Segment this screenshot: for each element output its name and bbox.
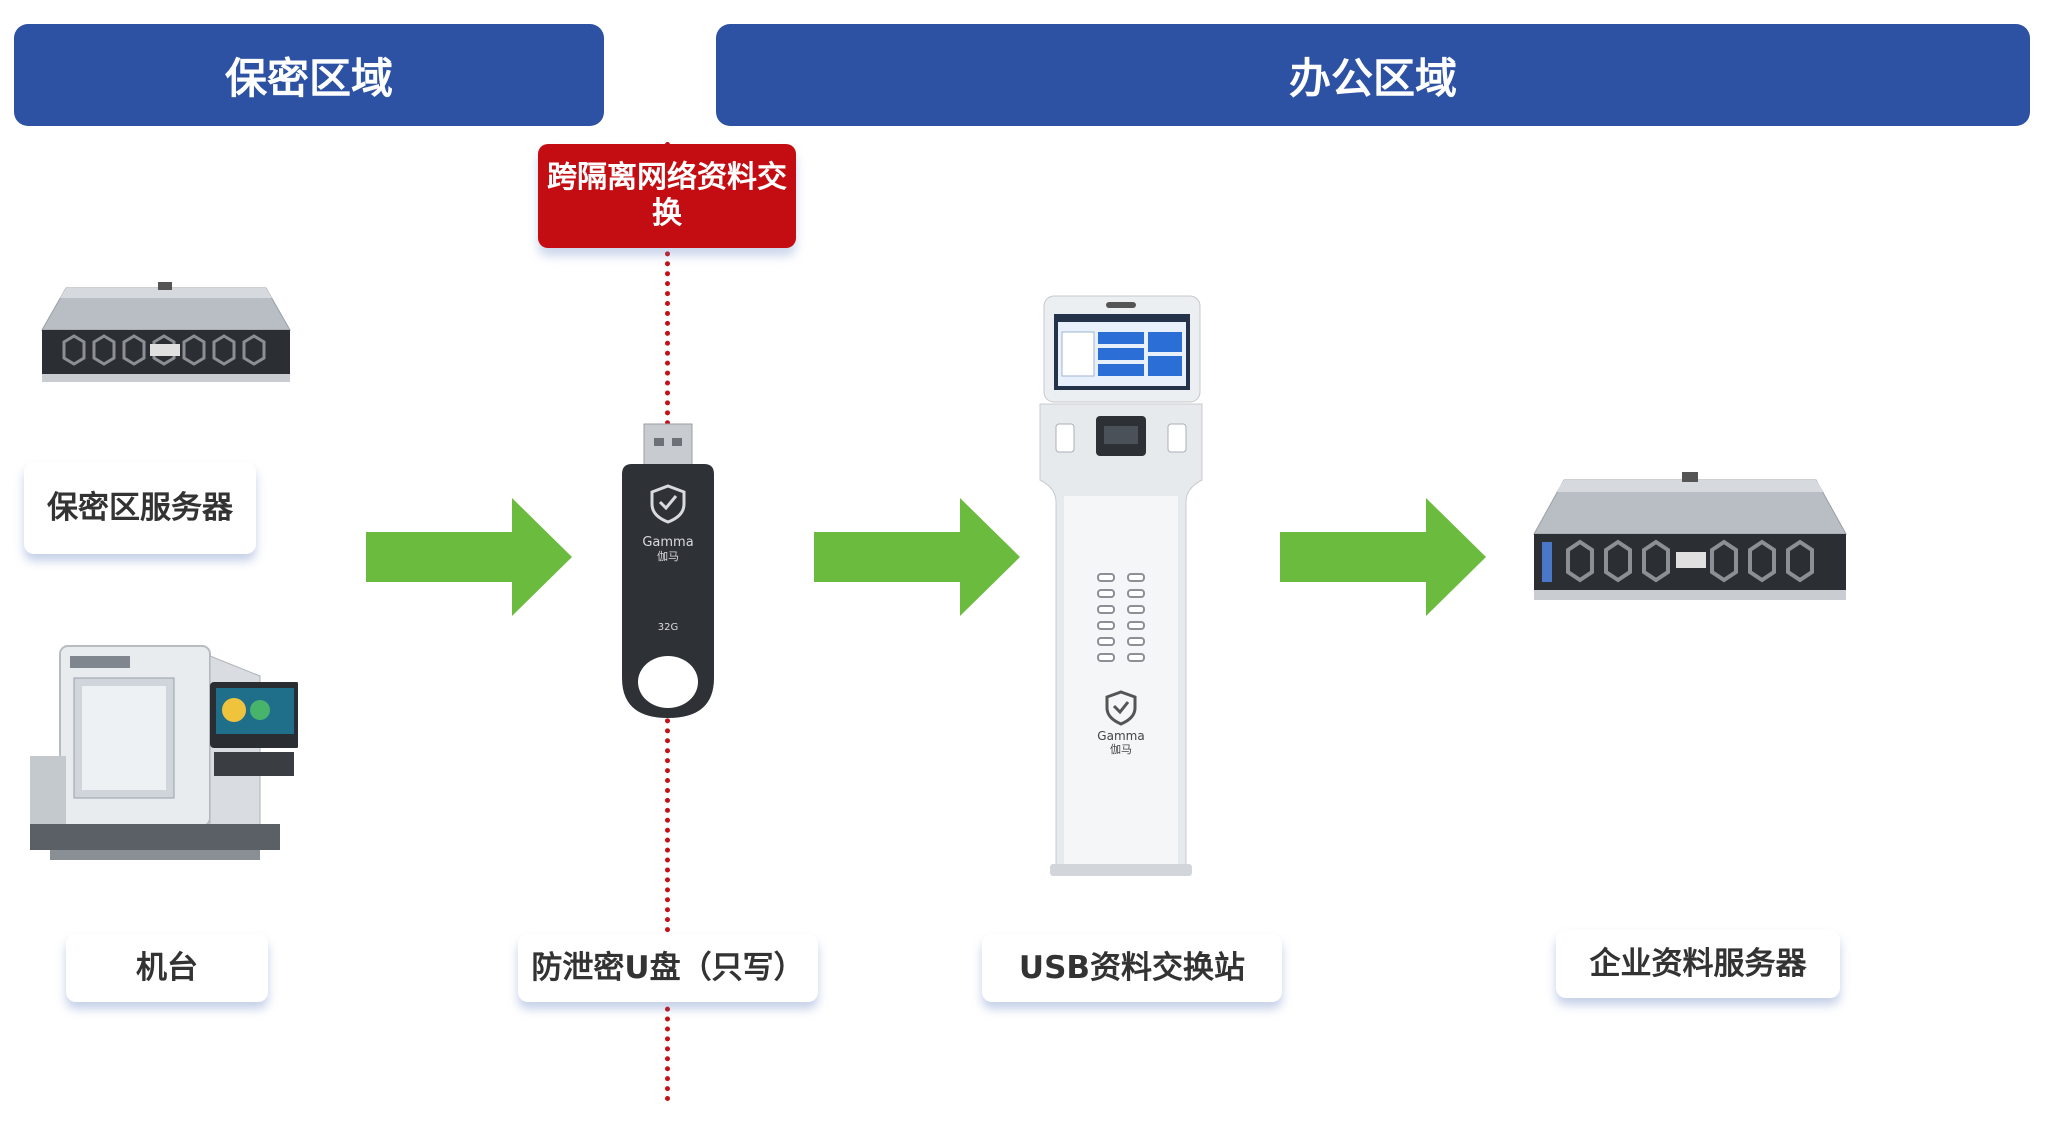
arrow-right-icon [1280,498,1486,616]
machine-label: 机台 [66,934,268,1002]
usb-brand-cn-text: 伽马 [657,549,679,563]
station-brand-cn-text: 伽马 [1110,742,1132,756]
usb-capacity-text: 32G [658,622,678,633]
arrow-right-icon [366,498,572,616]
usb-drive-label: 防泄密U盘（只写） [518,934,818,1002]
enterprise-server-label: 企业资料服务器 [1556,930,1840,998]
cnc-machine-image [30,645,298,860]
cross-network-exchange-box: 跨隔离网络资料交换 [538,144,796,248]
office-zone-header: 办公区域 [716,24,2030,126]
usb-exchange-station-image: Gamma 伽马 [1039,295,1203,876]
usb-drive-image: Gamma 伽马 32G [622,423,714,718]
secret-server-label: 保密区服务器 [24,462,256,554]
arrow-right-icon [814,498,1020,616]
station-brand-text: Gamma [1097,729,1144,743]
secret-zone-header: 保密区域 [14,24,604,126]
secret-server-image [41,282,291,382]
enterprise-server-image [1533,472,1847,600]
usb-station-label: USB资料交换站 [982,934,1282,1002]
usb-brand-text: Gamma [642,535,693,550]
